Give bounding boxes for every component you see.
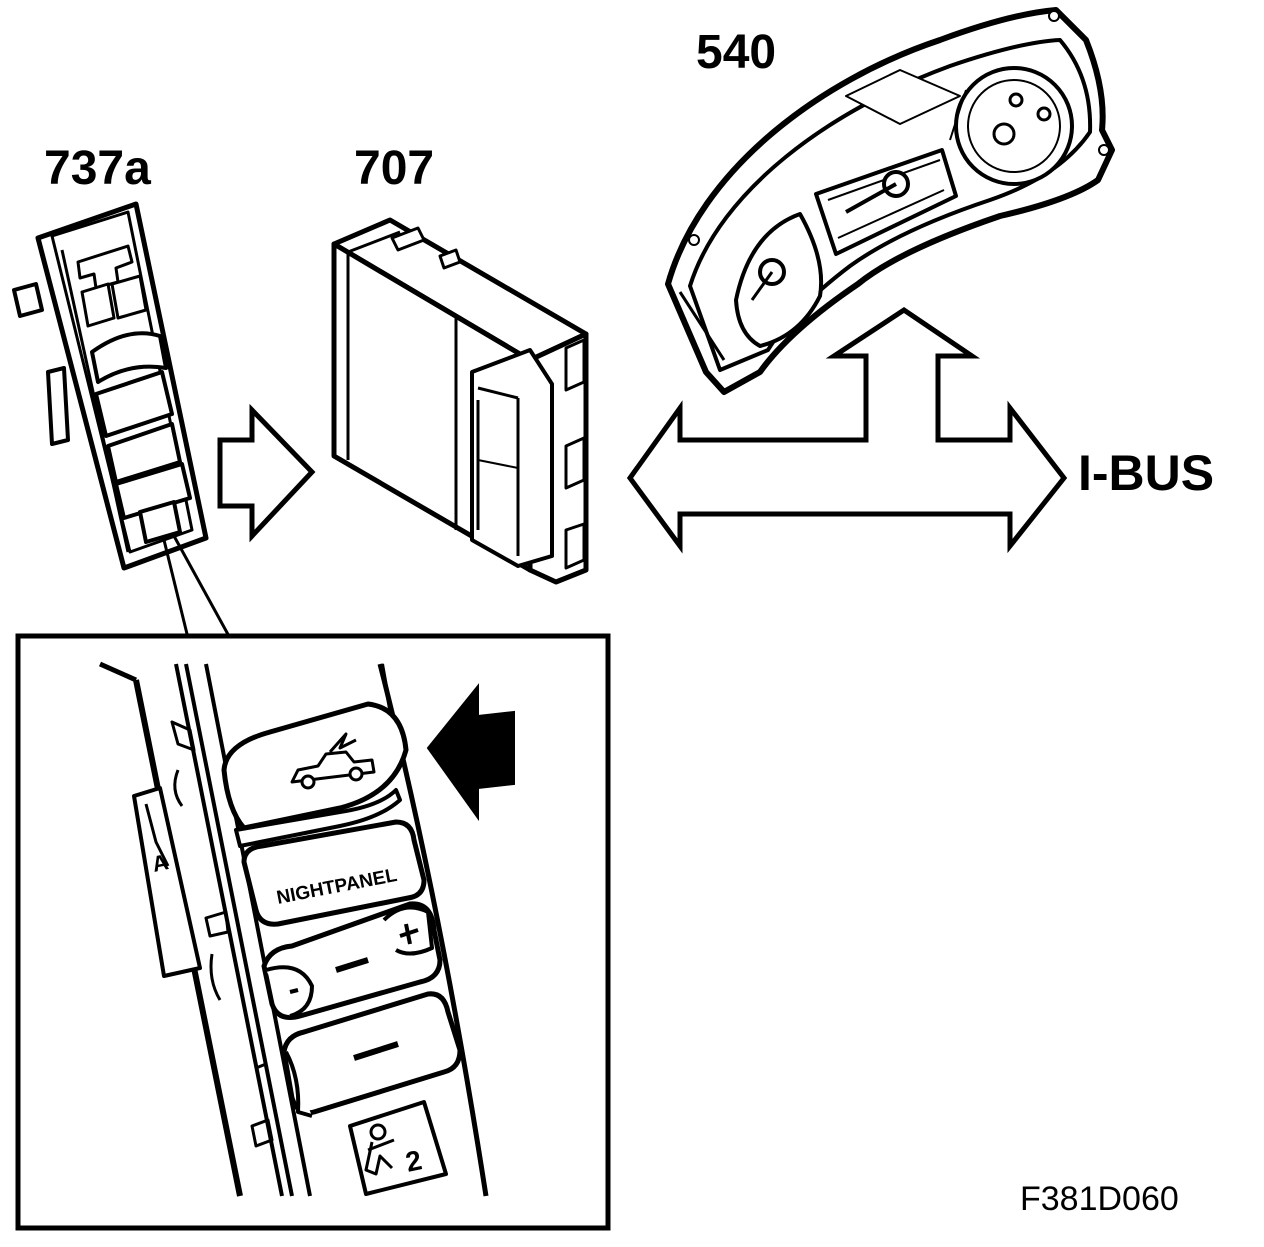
signal-arrow-737a-to-707 bbox=[217, 403, 316, 543]
button-dash-icon bbox=[353, 1041, 399, 1061]
seat-number: 2 bbox=[403, 1144, 425, 1178]
indicator-arrow-icon bbox=[426, 683, 515, 822]
figure-reference: F381D060 bbox=[1020, 1180, 1179, 1218]
lower-blank-button[interactable] bbox=[281, 991, 463, 1118]
seatbelt-passenger-icon bbox=[364, 1123, 395, 1176]
nightpanel-button[interactable]: NIGHTPANEL bbox=[241, 819, 427, 927]
roof-symbol-icon bbox=[290, 732, 376, 790]
dimmer-rocker-button[interactable] bbox=[261, 901, 443, 1020]
svg-text:A: A bbox=[150, 849, 171, 877]
label-707: 707 bbox=[354, 142, 434, 195]
instrument-cluster-540 bbox=[665, 7, 1115, 395]
detail-switch-column: A bbox=[98, 661, 489, 1197]
i-bus-arrow bbox=[626, 306, 1068, 554]
dimmer-minus-icon bbox=[335, 957, 369, 973]
callout-leader bbox=[162, 535, 232, 639]
label-i-bus: I-BUS bbox=[1078, 445, 1214, 501]
control-module-707 bbox=[331, 217, 589, 585]
dimmer-plus-icon bbox=[399, 923, 419, 945]
seatbelt-indicator: 2 bbox=[348, 1100, 448, 1196]
label-737a: 737a bbox=[44, 142, 151, 195]
switch-panel-737a bbox=[12, 201, 209, 571]
label-540: 540 bbox=[696, 26, 776, 79]
dimmer-low-icon bbox=[289, 988, 299, 994]
convertible-roof-button[interactable] bbox=[221, 701, 409, 848]
